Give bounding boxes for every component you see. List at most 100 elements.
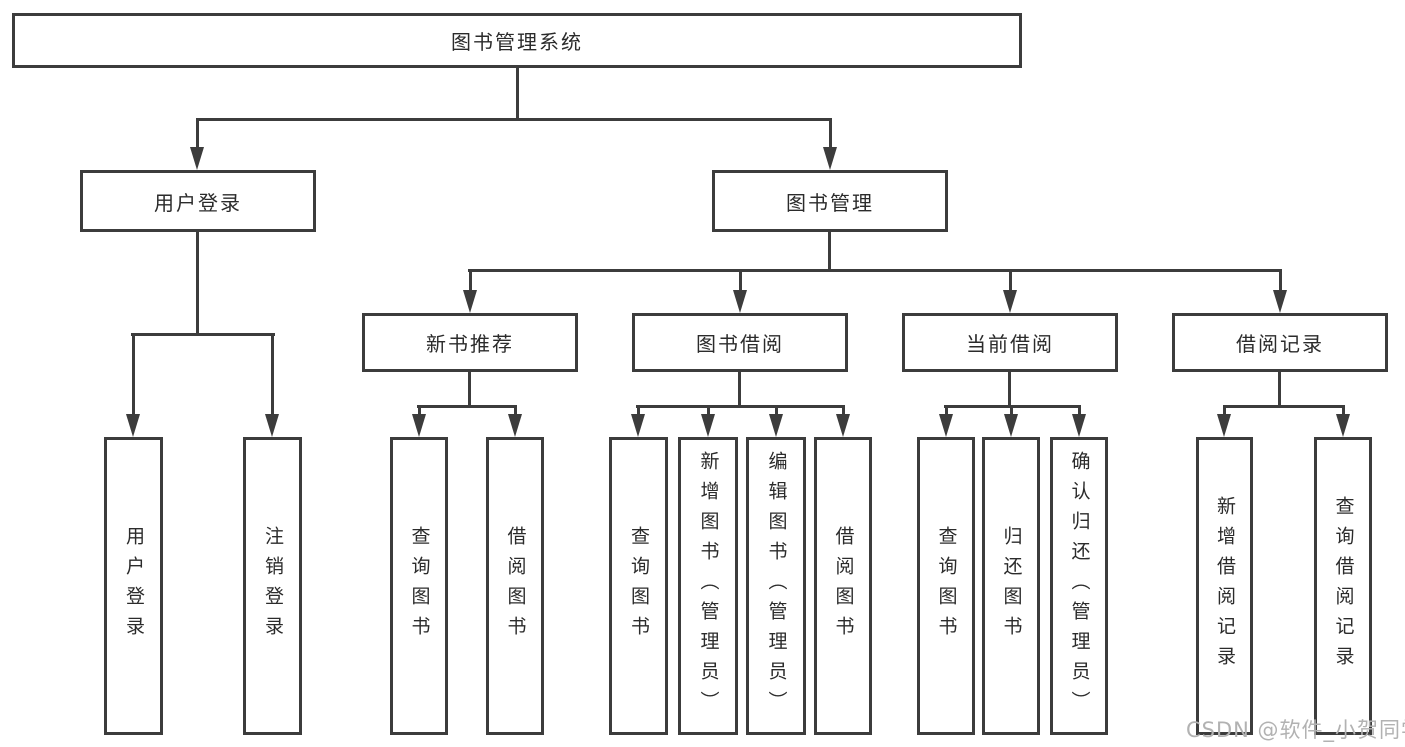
arrow-stem [706,405,710,417]
node-current-confirm-return-admin: 确认归还（管理员） [1050,437,1108,735]
arrow-stem [271,333,274,417]
node-label: 查询图书 [628,526,650,646]
connector-mgmt-hline [468,269,1282,272]
connector-arrow [835,405,851,437]
arrow-stem [828,118,832,150]
connector-borrow-stem [738,372,741,408]
arrow-head-icon [1071,414,1086,437]
arrow-stem [637,405,640,417]
node-label: 确认归还（管理员） [1068,451,1091,721]
node-label: 归还图书 [1000,526,1023,646]
connector-arrow [411,405,427,437]
arrow-stem [1278,269,1282,293]
arrow-head-icon [1335,414,1350,437]
arrow-head-icon [835,414,850,437]
connector-arrow [700,405,716,437]
arrow-stem [1341,405,1345,417]
arrow-stem [417,405,421,417]
connector-arrow [462,269,478,313]
arrow-stem [1008,269,1012,293]
connector-login-stem [196,232,199,335]
arrow-stem [132,333,135,417]
arrow-stem [944,405,948,417]
arrow-head-icon [822,147,837,170]
connector-arrow [768,405,784,437]
node-borrow-edit-book-admin: 编辑图书（管理员） [746,437,806,735]
connector-arrow [507,405,523,437]
node-logout: 注销登录 [243,437,302,735]
node-label: 查询图书 [935,526,958,646]
connector-arrow [189,118,205,170]
connector-arrow [938,405,954,437]
node-label: 用户登录 [123,526,145,646]
arrow-stem [1009,405,1013,417]
arrow-stem [738,269,742,293]
connector-login-hline [131,333,275,336]
node-records-add-record: 新增借阅记录 [1196,437,1253,735]
node-recommend-query-book: 查询图书 [390,437,448,735]
arrow-stem [1077,405,1081,417]
connector-arrow [1272,269,1288,313]
node-book-management: 图书管理 [712,170,948,232]
connector-arrow [732,269,748,313]
connector-current-hline [944,405,1081,408]
connector-root-hline [196,118,832,121]
node-label: 新增图书（管理员） [697,451,720,721]
node-label: 借阅图书 [832,526,855,646]
node-label: 借阅记录 [1236,332,1324,356]
node-recommend-borrow-book: 借阅图书 [486,437,544,735]
node-label: 查询借阅记录 [1332,496,1355,676]
connector-arrow [631,405,646,437]
node-user-login-leaf: 用户登录 [104,437,163,735]
connector-current-stem [1008,372,1011,408]
node-borrow-borrow-book: 借阅图书 [814,437,872,735]
node-borrow-add-book-admin: 新增图书（管理员） [678,437,738,735]
arrow-head-icon [1272,290,1287,313]
connector-arrow [126,333,141,437]
arrow-stem [468,269,472,293]
node-root: 图书管理系统 [12,13,1022,68]
arrow-head-icon [411,414,426,437]
node-label: 用户登录 [154,190,242,215]
arrow-stem [513,405,517,417]
arrow-head-icon [507,414,522,437]
node-user-login: 用户登录 [80,170,316,232]
connector-arrow [265,333,280,437]
connector-records-hline [1223,405,1345,408]
arrow-head-icon [265,414,279,437]
arrow-head-icon [1002,290,1017,313]
node-label: 编辑图书（管理员） [765,451,788,721]
connector-mgmt-stem [828,232,831,272]
arrow-stem [195,118,199,150]
node-label: 当前借阅 [966,332,1054,356]
node-borrow-records: 借阅记录 [1172,313,1388,372]
connector-arrow [1002,269,1018,313]
csdn-watermark: CSDN @软件_小贺同学 [1186,718,1405,742]
node-current-return-book: 归还图书 [982,437,1040,735]
arrow-head-icon [732,290,747,313]
connector-arrow [1071,405,1087,437]
connector-root-stem [516,68,519,120]
node-root-label: 图书管理系统 [451,30,583,54]
node-label: 借阅图书 [504,526,527,646]
connector-borrow-hline [636,405,845,408]
arrow-head-icon [768,414,783,437]
node-borrow-query-book: 查询图书 [609,437,668,735]
node-label: 图书借阅 [696,332,784,356]
arrow-head-icon [700,414,715,437]
node-label: 注销登录 [262,526,284,646]
connector-records-stem [1278,372,1281,408]
arrow-head-icon [462,290,477,313]
arrow-stem [1223,405,1226,417]
node-book-borrow: 图书借阅 [632,313,848,372]
arrow-head-icon [1003,414,1018,437]
connector-arrow [1003,405,1019,437]
node-label: 图书管理 [786,190,874,215]
connector-recommend-hline [417,405,517,408]
connector-arrow [822,118,838,170]
arrow-stem [841,405,845,417]
node-label: 新书推荐 [426,332,514,356]
arrow-head-icon [1217,414,1231,437]
node-new-book-recommend: 新书推荐 [362,313,578,372]
